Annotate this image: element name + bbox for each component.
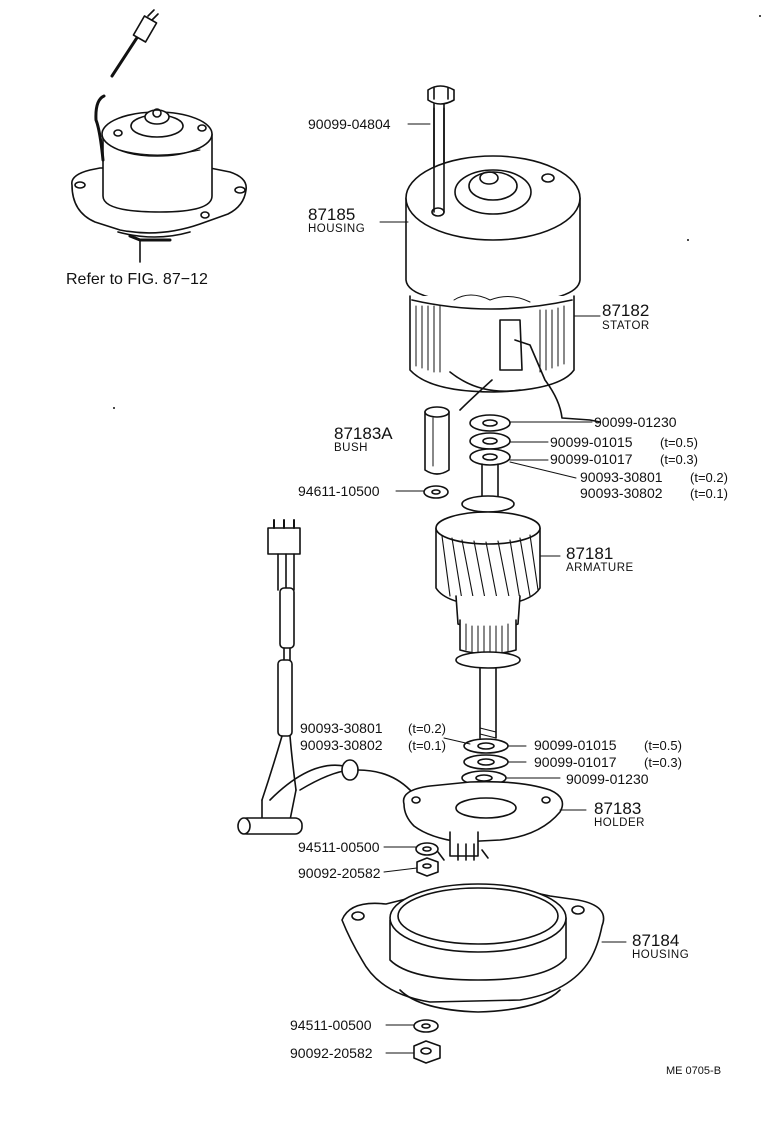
label-nut-a: 90092-20582 [298,865,381,881]
label-lockwasher-b: 94511-00500 [290,1017,372,1033]
label-stator-name: STATOR [602,320,650,332]
label-washer-bot-1015-thickness: (t=0.5) [644,738,682,753]
ring-part [423,485,449,499]
label-housing-top-number: 87185 [308,205,356,224]
label-washer-top-1015: 90099-01015 [550,434,633,450]
label-washer-top-30802-thickness: (t=0.1) [690,486,728,501]
label-washer-bot-30802: 90093-30802 [300,737,383,753]
label-washer-top-1015-thickness: (t=0.5) [660,435,698,450]
label-holder-number: 87183 [594,799,642,818]
label-armature-number: 87181 [566,544,614,563]
label-housing-top-name: HOUSING [308,223,366,235]
bottom-housing-part [341,883,605,1013]
armature-part [435,463,541,739]
reference-motor-assembly [71,9,247,263]
label-washer-top-30801-thickness: (t=0.2) [690,470,728,485]
stator-part [409,294,601,423]
label-washer-top-1230: 90099-01230 [594,414,677,430]
label-washer-bot-1017-thickness: (t=0.3) [644,755,682,770]
leader-lines [379,123,627,1054]
label-holder-name: HOLDER [594,817,645,829]
label-bush-number: 87183A [334,424,393,443]
holder-part [402,780,564,861]
top-housing-part [405,103,581,305]
label-washer-bot-1015: 90099-01015 [534,737,617,753]
label-housing-bottom-name: HOUSING [632,949,690,961]
label-washer-top-30802: 90093-30802 [580,485,663,501]
label-washer-bot-1230: 90099-01230 [566,771,649,787]
hardware-a [415,842,439,877]
label-washer-bot-1017: 90099-01017 [534,754,617,770]
label-washer-top-30801: 90093-30801 [580,469,663,485]
lead-wire-assembly [237,519,425,835]
upper-washer-stack [469,414,511,466]
label-housing-bottom-number: 87184 [632,931,680,950]
label-washer-top-1017: 90099-01017 [550,451,633,467]
label-washer-top-1017-thickness: (t=0.3) [660,452,698,467]
label-washer-bot-30802-thickness: (t=0.1) [408,738,446,753]
hardware-b [413,1019,441,1064]
figure-code: ME 0705-B [666,1065,722,1077]
reference-note: Refer to FIG. 87−12 [66,271,208,288]
label-lockwasher-a: 94511-00500 [298,839,380,855]
label-ring: 94611-10500 [298,483,380,499]
label-washer-bot-30801: 90093-30801 [300,720,383,736]
label-washer-bot-30801-thickness: (t=0.2) [408,721,446,736]
label-bush-name: BUSH [334,442,368,454]
label-bolt: 90099-04804 [308,116,391,132]
label-armature-name: ARMATURE [566,562,634,574]
label-stator-number: 87182 [602,301,650,320]
bush-part [424,406,450,475]
label-nut-b: 90092-20582 [290,1045,373,1061]
lower-washer-stack [461,738,509,786]
